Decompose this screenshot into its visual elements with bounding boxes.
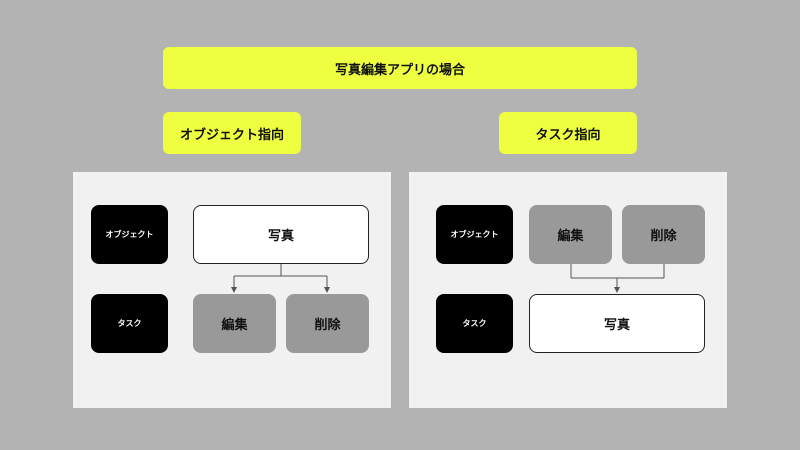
photo-object-box: 写真 xyxy=(529,294,705,353)
delete-task-box: 削除 xyxy=(622,205,705,264)
task-row-label: タスク xyxy=(91,294,168,353)
task-oriented-panel: オブジェクト タスク 編集 削除 写真 xyxy=(409,172,727,408)
object-row-label: オブジェクト xyxy=(436,205,513,264)
object-oriented-heading: オブジェクト指向 xyxy=(163,112,301,154)
diagram-title: 写真編集アプリの場合 xyxy=(163,47,637,89)
edit-task-box: 編集 xyxy=(193,294,276,353)
task-row-label: タスク xyxy=(436,294,513,353)
edit-task-box: 編集 xyxy=(529,205,612,264)
delete-task-box: 削除 xyxy=(286,294,369,353)
object-oriented-panel: オブジェクト タスク 写真 編集 削除 xyxy=(73,172,391,408)
object-row-label: オブジェクト xyxy=(91,205,168,264)
task-oriented-heading: タスク指向 xyxy=(499,112,637,154)
photo-object-box: 写真 xyxy=(193,205,369,264)
